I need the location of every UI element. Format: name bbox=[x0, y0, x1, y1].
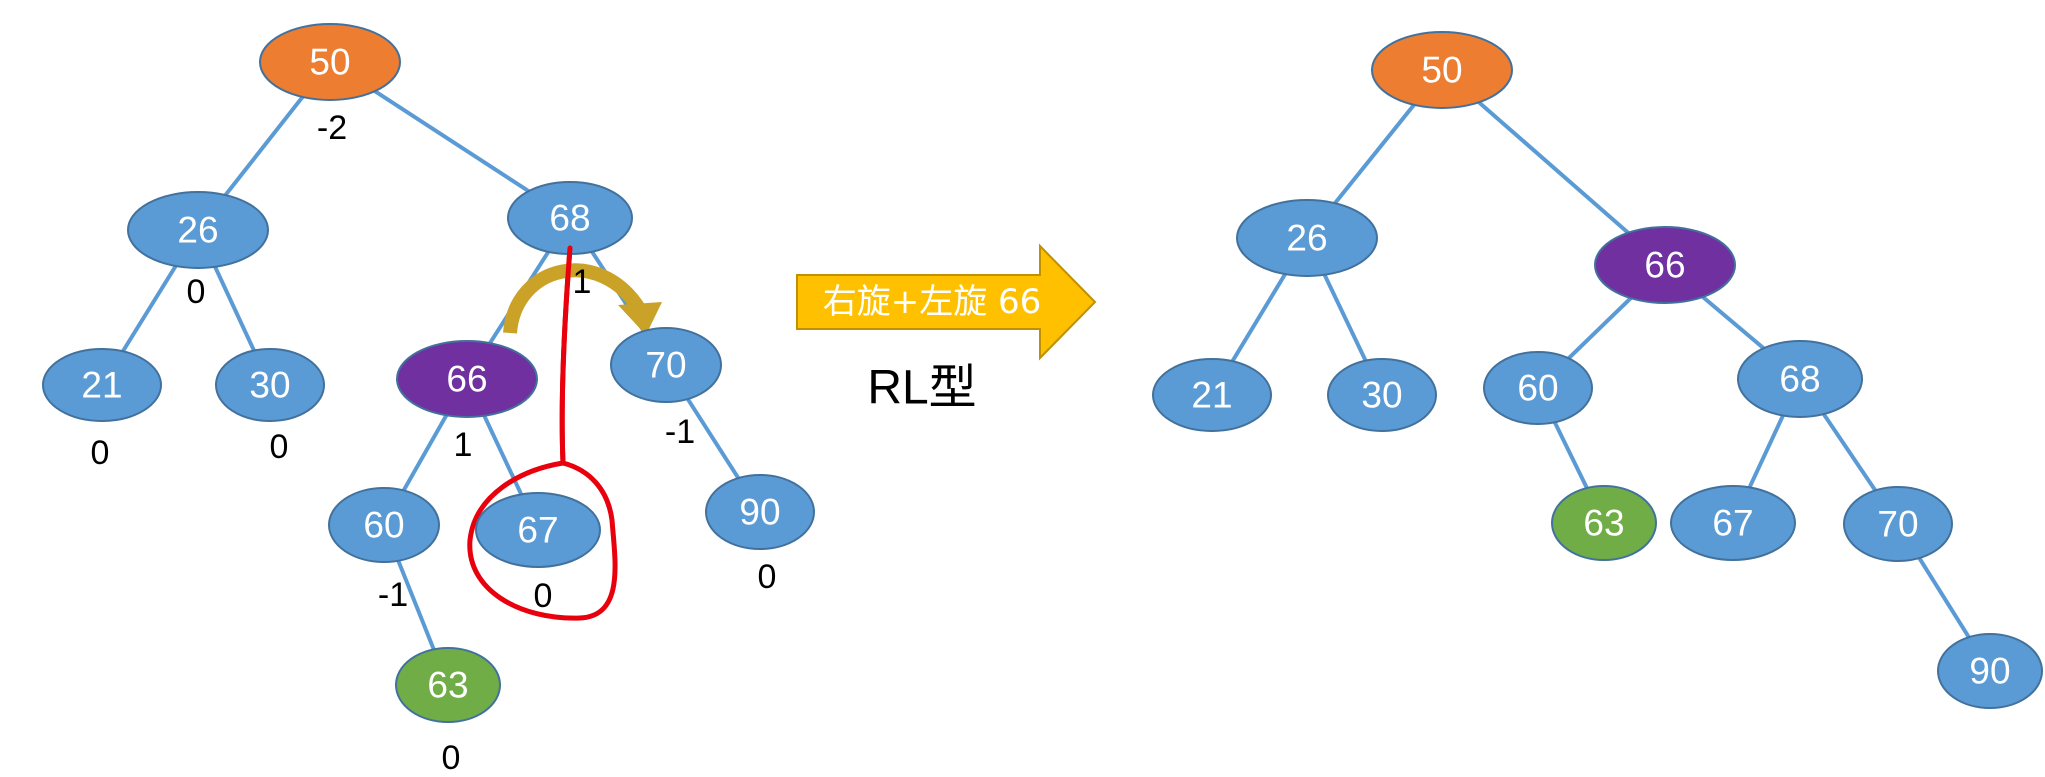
before-node-label-30: 30 bbox=[249, 365, 290, 406]
before-balance-factor-67: 0 bbox=[534, 577, 553, 615]
after-node-label-30: 30 bbox=[1361, 375, 1402, 416]
before-node-30: 30 bbox=[215, 348, 325, 422]
after-node-70: 70 bbox=[1843, 486, 1953, 562]
before-node-67: 67 bbox=[475, 492, 601, 568]
after-node-50: 50 bbox=[1371, 31, 1513, 109]
after-node-shape-67 bbox=[1670, 485, 1796, 561]
before-node-label-60: 60 bbox=[363, 505, 404, 546]
before-balance-factor-30: 0 bbox=[270, 428, 289, 466]
before-node-21: 21 bbox=[42, 348, 162, 422]
after-node-label-90: 90 bbox=[1969, 651, 2010, 692]
before-node-shape-60 bbox=[328, 487, 440, 563]
after-node-shape-70 bbox=[1843, 486, 1953, 562]
before-node-label-66: 66 bbox=[446, 359, 487, 400]
after-node-label-70: 70 bbox=[1877, 504, 1918, 545]
right-arrow-icon bbox=[796, 243, 1097, 361]
before-node-60: 60 bbox=[328, 487, 440, 563]
before-balance-factor-26: 0 bbox=[187, 273, 206, 311]
after-node-21: 21 bbox=[1152, 358, 1272, 432]
before-node-shape-70 bbox=[610, 327, 722, 403]
after-node-68: 68 bbox=[1737, 340, 1863, 418]
before-node-label-63: 63 bbox=[427, 665, 468, 706]
after-node-shape-30 bbox=[1327, 358, 1437, 432]
after-node-26: 26 bbox=[1236, 199, 1378, 277]
before-node-shape-90 bbox=[705, 474, 815, 550]
after-node-63: 63 bbox=[1551, 485, 1657, 561]
before-node-shape-21 bbox=[42, 348, 162, 422]
before-node-label-90: 90 bbox=[739, 492, 780, 533]
after-node-shape-60 bbox=[1483, 351, 1593, 425]
before-balance-factor-68: 1 bbox=[573, 263, 592, 301]
after-node-label-26: 26 bbox=[1286, 218, 1327, 259]
after-node-label-21: 21 bbox=[1191, 375, 1232, 416]
after-node-shape-66 bbox=[1594, 226, 1736, 304]
before-tree-nodes: 50 -2 26 0 68 1 21 0 30 0 66 1 70 -1 60 -1 67 0 90 0 63 0 bbox=[42, 23, 815, 777]
before-node-shape-66 bbox=[396, 340, 538, 418]
after-node-shape-90 bbox=[1937, 633, 2043, 709]
after-node-label-63: 63 bbox=[1583, 503, 1624, 544]
before-node-50: 50 bbox=[259, 23, 401, 101]
before-node-90: 90 bbox=[705, 474, 815, 550]
before-node-shape-30 bbox=[215, 348, 325, 422]
after-node-60: 60 bbox=[1483, 351, 1593, 425]
after-node-30: 30 bbox=[1327, 358, 1437, 432]
before-balance-factor-50: -2 bbox=[317, 109, 347, 147]
after-node-66: 66 bbox=[1594, 226, 1736, 304]
operation-arrow-label: 右旋+左旋 66 bbox=[823, 282, 1042, 322]
after-node-label-66: 66 bbox=[1644, 245, 1685, 286]
before-node-shape-26 bbox=[127, 191, 269, 269]
after-node-shape-63 bbox=[1551, 485, 1657, 561]
after-node-shape-21 bbox=[1152, 358, 1272, 432]
operation-arrow: 右旋+左旋 66 bbox=[796, 243, 1097, 361]
after-node-shape-26 bbox=[1236, 199, 1378, 277]
before-node-shape-67 bbox=[475, 492, 601, 568]
before-node-shape-63 bbox=[395, 647, 501, 723]
before-balance-factor-21: 0 bbox=[91, 434, 110, 472]
after-node-90: 90 bbox=[1937, 633, 2043, 709]
after-tree-edges bbox=[1210, 68, 1992, 673]
before-balance-factor-63: 0 bbox=[442, 739, 461, 777]
before-node-66: 66 bbox=[396, 340, 538, 418]
before-node-26: 26 bbox=[127, 191, 269, 269]
before-node-label-68: 68 bbox=[549, 198, 590, 239]
before-node-label-26: 26 bbox=[177, 210, 218, 251]
before-balance-factor-90: 0 bbox=[758, 558, 777, 596]
operation-caption: RL型 bbox=[867, 362, 976, 415]
rotation-arrow-icon bbox=[503, 263, 662, 335]
after-node-label-67: 67 bbox=[1712, 503, 1753, 544]
before-balance-factor-70: -1 bbox=[665, 413, 695, 451]
after-node-67: 67 bbox=[1670, 485, 1796, 561]
before-node-63: 63 bbox=[395, 647, 501, 723]
before-balance-factor-60: -1 bbox=[378, 576, 408, 614]
before-node-label-67: 67 bbox=[517, 510, 558, 551]
after-node-label-60: 60 bbox=[1517, 368, 1558, 409]
after-node-shape-50 bbox=[1371, 31, 1513, 109]
before-node-label-21: 21 bbox=[81, 365, 122, 406]
before-node-70: 70 bbox=[610, 327, 722, 403]
after-node-label-68: 68 bbox=[1779, 359, 1820, 400]
before-balance-factor-66: 1 bbox=[454, 426, 473, 464]
before-node-shape-50 bbox=[259, 23, 401, 101]
red-annotation-stroke bbox=[559, 245, 573, 466]
after-node-label-50: 50 bbox=[1421, 50, 1462, 91]
after-tree-nodes: 50 26 66 21 30 60 68 63 67 70 90 bbox=[1152, 31, 2043, 709]
after-node-shape-68 bbox=[1737, 340, 1863, 418]
before-node-label-70: 70 bbox=[645, 345, 686, 386]
before-node-68: 68 bbox=[507, 181, 633, 255]
before-node-label-50: 50 bbox=[309, 42, 350, 83]
